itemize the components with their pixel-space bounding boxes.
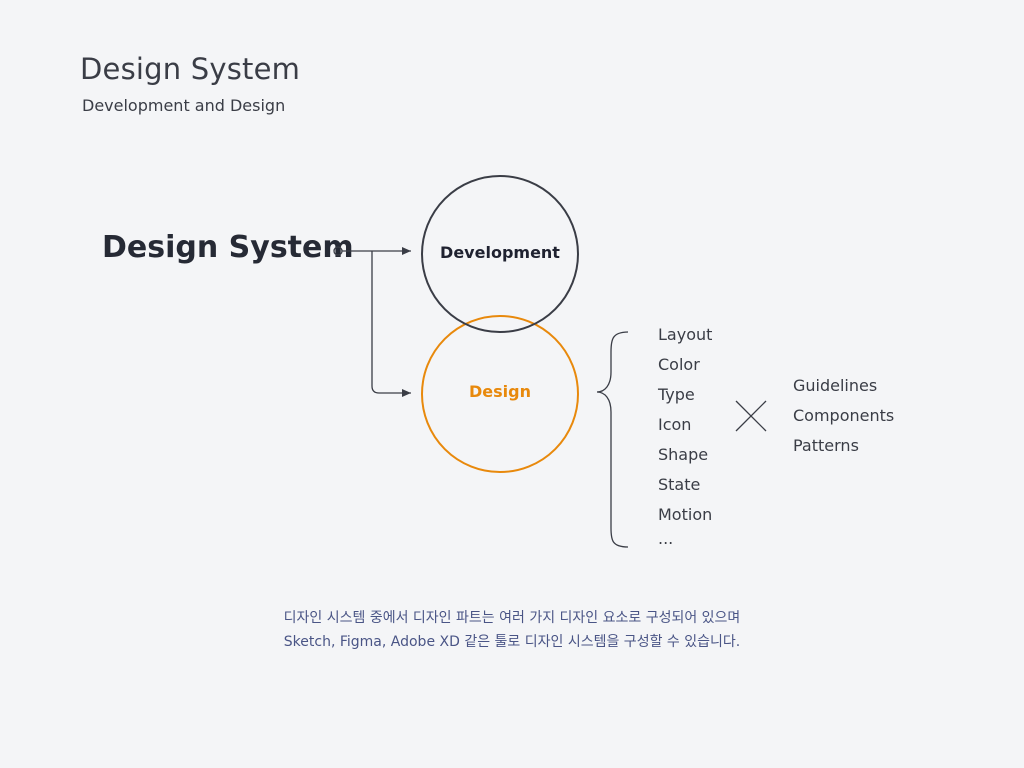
caption-line-2: Sketch, Figma, Adobe XD 같은 툴로 디자인 시스템을 구… bbox=[283, 634, 741, 650]
element-item: Type bbox=[658, 385, 695, 404]
element-item-ellipsis: ... bbox=[658, 529, 674, 548]
connector-start-node bbox=[333, 246, 343, 256]
design-circle bbox=[421, 315, 579, 473]
development-label: Development bbox=[440, 243, 560, 262]
element-item: Color bbox=[658, 355, 700, 374]
caption-line-1: 디자인 시스템 중에서 디자인 파트는 여러 가지 디자인 요소로 구성되어 있… bbox=[283, 610, 741, 626]
deliverable-item: Components bbox=[793, 406, 895, 425]
design-label: Design bbox=[469, 382, 531, 401]
element-item: Shape bbox=[658, 445, 709, 464]
deliverable-item: Patterns bbox=[793, 436, 859, 455]
cross-line-b bbox=[735, 400, 767, 432]
element-item: Motion bbox=[658, 505, 713, 524]
element-item: State bbox=[658, 475, 701, 494]
page-subtitle: Development and Design bbox=[82, 96, 286, 115]
development-circle bbox=[421, 175, 579, 333]
deliverable-item: Guidelines bbox=[793, 376, 878, 395]
design-system-label: Design System bbox=[102, 230, 354, 265]
curly-brace bbox=[596, 331, 629, 548]
page-title: Design System bbox=[80, 52, 301, 86]
arrow-to-design bbox=[371, 251, 411, 397]
element-item: Icon bbox=[658, 415, 692, 434]
element-item: Layout bbox=[658, 325, 713, 344]
